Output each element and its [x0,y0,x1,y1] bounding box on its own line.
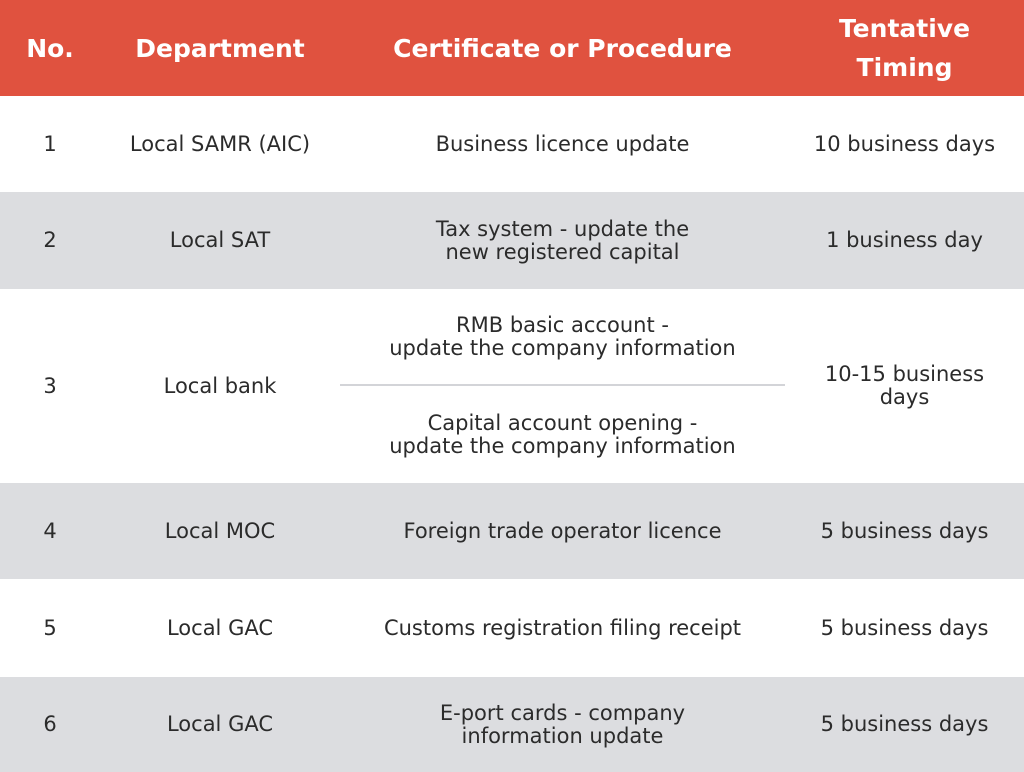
row-department: Local SAMR (AIC) [129,131,311,156]
table-header: No. Department Certificate or Procedure … [0,0,1024,96]
table-row: 6 Local GAC E-port cards - company infor… [0,677,1024,772]
row-timing: 5 business days [820,518,989,543]
row-number: 5 [43,615,57,640]
row-certificate: Business licence update [435,131,690,156]
row-number: 6 [43,712,57,736]
row-department: Local GAC [166,712,274,736]
row-certificate-line1: E-port cards - company [439,700,686,725]
row-certificate: Tax system - update the new registered c… [340,192,785,289]
header-no: No. [26,33,74,63]
row-certificate: Foreign trade operator licence [403,518,722,543]
header-timing-line2: Timing [856,53,953,82]
row-certificate-line2: information update [461,723,664,748]
row-department: Local bank [163,373,277,398]
row-certificate: RMB basic account - update the company i… [340,289,785,385]
header-timing-line1: Tentative [838,14,971,43]
row-timing: 1 business day [826,228,983,252]
header-timing: Tentative Timing [785,0,1024,96]
row-number: 4 [43,518,57,543]
row-timing-line1: 10-15 business [824,362,985,386]
table-row: 4 Local MOC Foreign trade operator licen… [0,483,1024,579]
row-number: 3 [43,373,57,398]
row-department: Local GAC [166,615,274,640]
table-row: 1 Local SAMR (AIC) Business licence upda… [0,96,1024,192]
row-certificate: Capital account opening - update the com… [340,387,785,483]
header-department: Department [135,33,305,63]
cell-divider [340,384,785,386]
row-certificate-line1: Tax system - update the [435,216,690,241]
row-timing: 10 business days [813,131,996,156]
row-number: 1 [43,131,57,156]
row-department: Local MOC [164,518,276,543]
header-certificate: Certificate or Procedure [393,33,732,63]
row-certificate-line1: Capital account opening - [427,411,698,435]
row-timing: 10-15 business days [785,289,1024,483]
row-certificate-line2: update the company information [389,336,736,360]
row-certificate: Customs registration filing receipt [383,615,742,640]
row-certificate-line2: new registered capital [445,239,680,264]
table-row: 2 Local SAT Tax system - update the new … [0,192,1024,289]
table-row: 3 Local bank RMB basic account - update … [0,289,1024,483]
row-timing-line2: days [879,385,930,409]
row-timing: 5 business days [820,712,989,736]
table-row: 5 Local GAC Customs registration filing … [0,579,1024,677]
row-certificate-line1: RMB basic account - [456,313,669,337]
row-number: 2 [43,228,57,252]
row-certificate: E-port cards - company information updat… [340,677,785,772]
row-department: Local SAT [169,228,271,252]
row-timing: 5 business days [820,615,989,640]
row-certificate-line2: update the company information [389,434,736,458]
